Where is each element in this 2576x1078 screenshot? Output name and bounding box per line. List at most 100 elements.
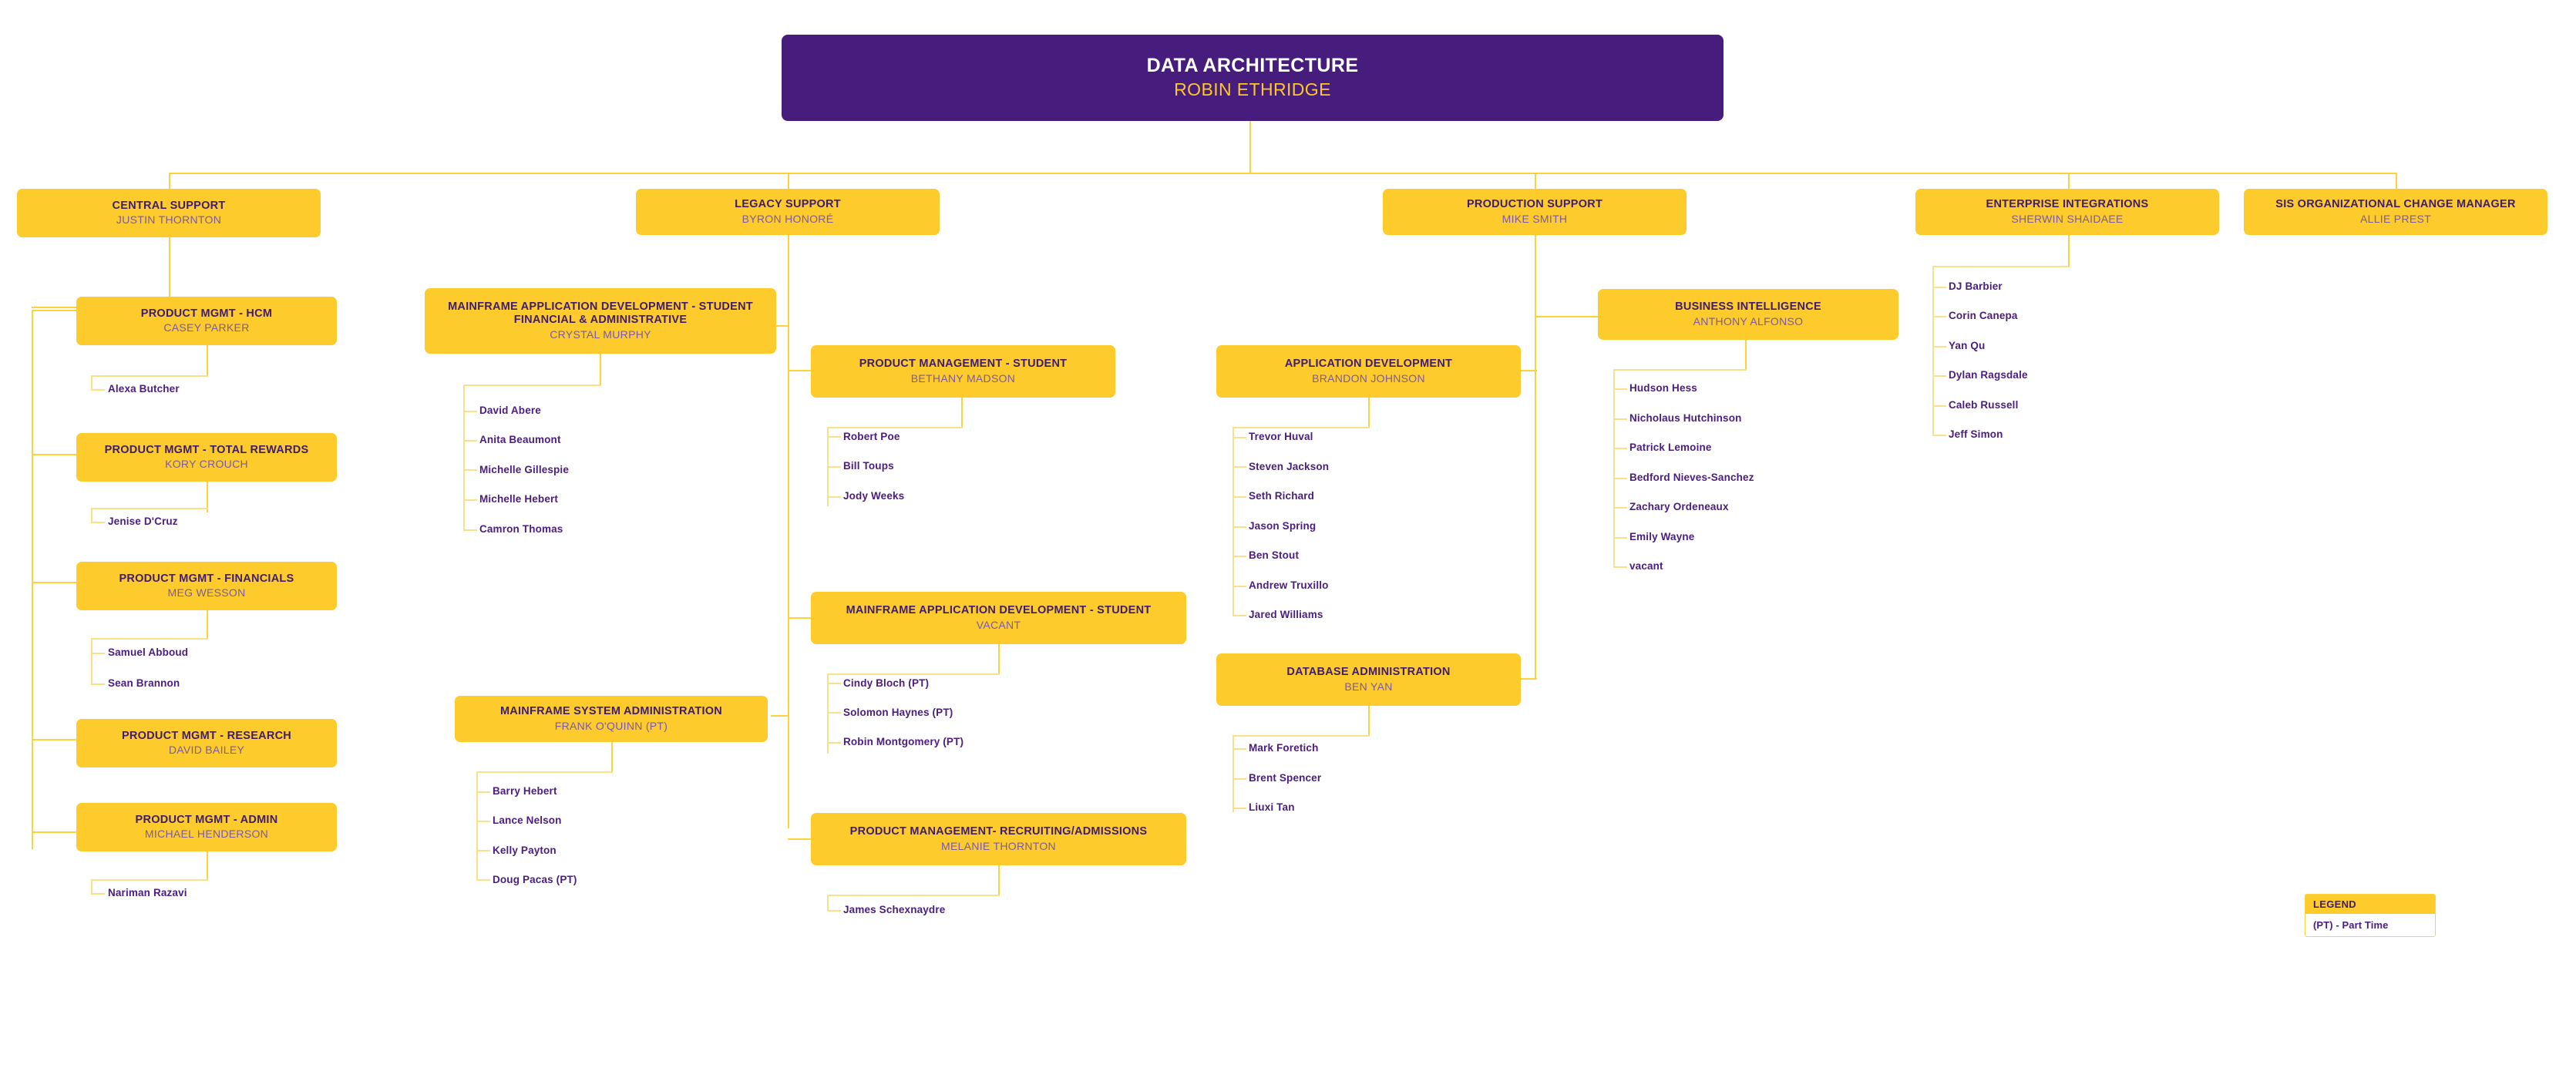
legend-item-part-time: (PT) - Part Time (2305, 914, 2435, 936)
leaf-zachary-ordeneaux: Zachary Ordeneaux (1629, 501, 1729, 512)
connector-rewards-elbow (91, 508, 208, 509)
leaf-camron-thomas: Camron Thomas (479, 523, 563, 535)
connector-drop-sis (2396, 173, 2397, 189)
node-name: MELANIE THORNTON (941, 839, 1056, 852)
connector-appdev-leaf-4 (1233, 526, 1246, 528)
connector-legacy-to-mfadstudent (788, 617, 811, 619)
connector-dba-stem (1368, 706, 1370, 737)
connector-financials-stem (207, 610, 208, 640)
leaf-jason-spring: Jason Spring (1249, 520, 1317, 532)
connector-mfadstud-leaf-1 (827, 683, 841, 684)
node-mainframe-app-dev-student[interactable]: MAINFRAME APPLICATION DEVELOPMENT - STUD… (811, 592, 1186, 644)
node-title: MAINFRAME SYSTEM ADMINISTRATION (499, 705, 723, 718)
connector-mfsys-leaf-4 (476, 879, 490, 881)
leaf-samuel-abboud: Samuel Abboud (108, 646, 189, 658)
leaf-dj-barbier: DJ Barbier (1949, 280, 2003, 292)
node-application-development[interactable]: APPLICATION DEVELOPMENT BRANDON JOHNSON (1216, 345, 1521, 398)
connector-admin-leaf-1 (91, 893, 105, 895)
connector-central-stem (169, 237, 170, 311)
leaf-mark-foretich: Mark Foretich (1249, 742, 1319, 754)
connector-mfsys-spine (476, 771, 478, 879)
node-title: BUSINESS INTELLIGENCE (1675, 301, 1821, 314)
leaf-jeff-simon: Jeff Simon (1949, 428, 2003, 440)
connector-appdev-spine (1233, 427, 1234, 616)
connector-admin-elbow (91, 879, 208, 881)
node-central-support[interactable]: CENTRAL SUPPORT JUSTIN THORNTON (17, 189, 321, 237)
node-pm-total-rewards[interactable]: PRODUCT MGMT - TOTAL REWARDS KORY CROUCH (76, 433, 337, 482)
connector-dba-leaf-1 (1233, 748, 1246, 750)
leaf-barry-hebert: Barry Hebert (493, 785, 557, 797)
leaf-nicholaus-hutchinson: Nicholaus Hutchinson (1629, 412, 1742, 424)
node-mainframe-system-administration[interactable]: MAINFRAME SYSTEM ADMINISTRATION FRANK O'… (455, 696, 768, 742)
node-title: LEGACY SUPPORT (735, 198, 841, 211)
connector-pmstudent-leaf-1 (827, 436, 841, 438)
connector-root-stem (1249, 121, 1251, 173)
leaf-vacant-bi: vacant (1629, 560, 1663, 572)
node-pm-hcm[interactable]: PRODUCT MGMT - HCM CASEY PARKER (76, 297, 337, 345)
connector-mfadsfa-elbow (463, 385, 601, 386)
connector-pmrecruit-stem (998, 865, 1000, 896)
leaf-michelle-gillespie: Michelle Gillespie (479, 464, 569, 475)
connector-mfadsfa-spine (463, 385, 465, 531)
connector-legacy-spine (788, 235, 789, 828)
connector-hcm-stem (207, 345, 208, 376)
connector-mfadstud-spine (827, 673, 829, 754)
connector-financials-spine (91, 638, 92, 684)
connector-rewards-leaf-1 (91, 522, 105, 523)
connector-hcm-leaf-1 (91, 389, 105, 391)
node-name: ANTHONY ALFONSO (1693, 314, 1804, 327)
connector-drop-production (1535, 173, 1536, 189)
node-production-support[interactable]: PRODUCTION SUPPORT MIKE SMITH (1383, 189, 1687, 235)
connector-ei-leaf-2 (1932, 316, 1946, 317)
node-business-intelligence[interactable]: BUSINESS INTELLIGENCE ANTHONY ALFONSO (1598, 289, 1898, 340)
legend-header: LEGEND (2305, 895, 2435, 914)
node-name: JUSTIN THORNTON (116, 213, 222, 227)
connector-ei-elbow (1932, 266, 2070, 267)
leaf-alexa-butcher: Alexa Butcher (108, 383, 180, 395)
node-pm-financials[interactable]: PRODUCT MGMT - FINANCIALS MEG WESSON (76, 562, 337, 610)
leaf-brent-spencer: Brent Spencer (1249, 772, 1322, 784)
node-title: PRODUCT MGMT - FINANCIALS (119, 572, 294, 585)
node-sis-organizational-change-manager[interactable]: SIS ORGANIZATIONAL CHANGE MANAGER ALLIE … (2244, 189, 2547, 235)
leaf-jody-weeks: Jody Weeks (843, 490, 905, 502)
connector-pmrecruit-leaf-1 (827, 910, 841, 912)
connector-ei-stem (2068, 235, 2070, 267)
connector-bi-stem (1745, 340, 1747, 371)
leaf-ben-stout: Ben Stout (1249, 549, 1300, 561)
connector-admin-spine (91, 879, 92, 894)
node-pm-research[interactable]: PRODUCT MGMT - RESEARCH DAVID BAILEY (76, 719, 337, 767)
connector-legacy-to-pmrecruit (788, 838, 811, 840)
node-pm-admin[interactable]: PRODUCT MGMT - ADMIN MICHAEL HENDERSON (76, 803, 337, 851)
connector-dba-leaf-2 (1233, 778, 1246, 780)
node-product-management-recruiting-admissions[interactable]: PRODUCT MANAGEMENT- RECRUITING/ADMISSION… (811, 813, 1186, 865)
node-name: FRANK O'QUINN (PT) (554, 719, 668, 732)
node-database-administration[interactable]: DATABASE ADMINISTRATION BEN YAN (1216, 653, 1521, 706)
connector-central-to-research (32, 739, 78, 740)
connector-bi-spine (1613, 369, 1615, 567)
node-name: KORY CROUCH (165, 458, 248, 471)
connector-central-to-hcm (32, 307, 78, 308)
connector-mfadsfa-leaf-4 (463, 499, 477, 501)
leaf-bedford-nieves-sanchez: Bedford Nieves-Sanchez (1629, 472, 1754, 483)
connector-ei-leaf-6 (1932, 435, 1946, 436)
connector-pmrecruit-spine (827, 895, 829, 911)
connector-central-to-rewards (32, 454, 78, 455)
node-name: CRYSTAL MURPHY (550, 328, 651, 341)
node-mainframe-app-dev-sfa[interactable]: MAINFRAME APPLICATION DEVELOPMENT - STUD… (425, 288, 776, 354)
connector-pmstudent-elbow (827, 427, 963, 428)
connector-appdev-leaf-3 (1233, 496, 1246, 498)
connector-production-to-dba (1518, 678, 1537, 680)
node-product-management-student[interactable]: PRODUCT MANAGEMENT - STUDENT BETHANY MAD… (811, 345, 1115, 398)
leaf-robin-montgomery: Robin Montgomery (PT) (843, 736, 964, 747)
node-root-data-architecture[interactable]: DATA ARCHITECTURE ROBIN ETHRIDGE (782, 35, 1723, 121)
node-legacy-support[interactable]: LEGACY SUPPORT BYRON HONORÉ (636, 189, 940, 235)
leaf-cindy-bloch: Cindy Bloch (PT) (843, 677, 930, 689)
connector-mfadstud-leaf-2 (827, 712, 841, 714)
connector-bi-leaf-5 (1613, 507, 1627, 509)
leaf-lance-nelson: Lance Nelson (493, 814, 562, 826)
connector-ei-leaf-4 (1932, 375, 1946, 377)
node-title: PRODUCT MANAGEMENT- RECRUITING/ADMISSION… (849, 825, 1148, 838)
node-enterprise-integrations[interactable]: ENTERPRISE INTEGRATIONS SHERWIN SHAIDAEE (1915, 189, 2219, 235)
leaf-michelle-hebert: Michelle Hebert (479, 493, 559, 505)
